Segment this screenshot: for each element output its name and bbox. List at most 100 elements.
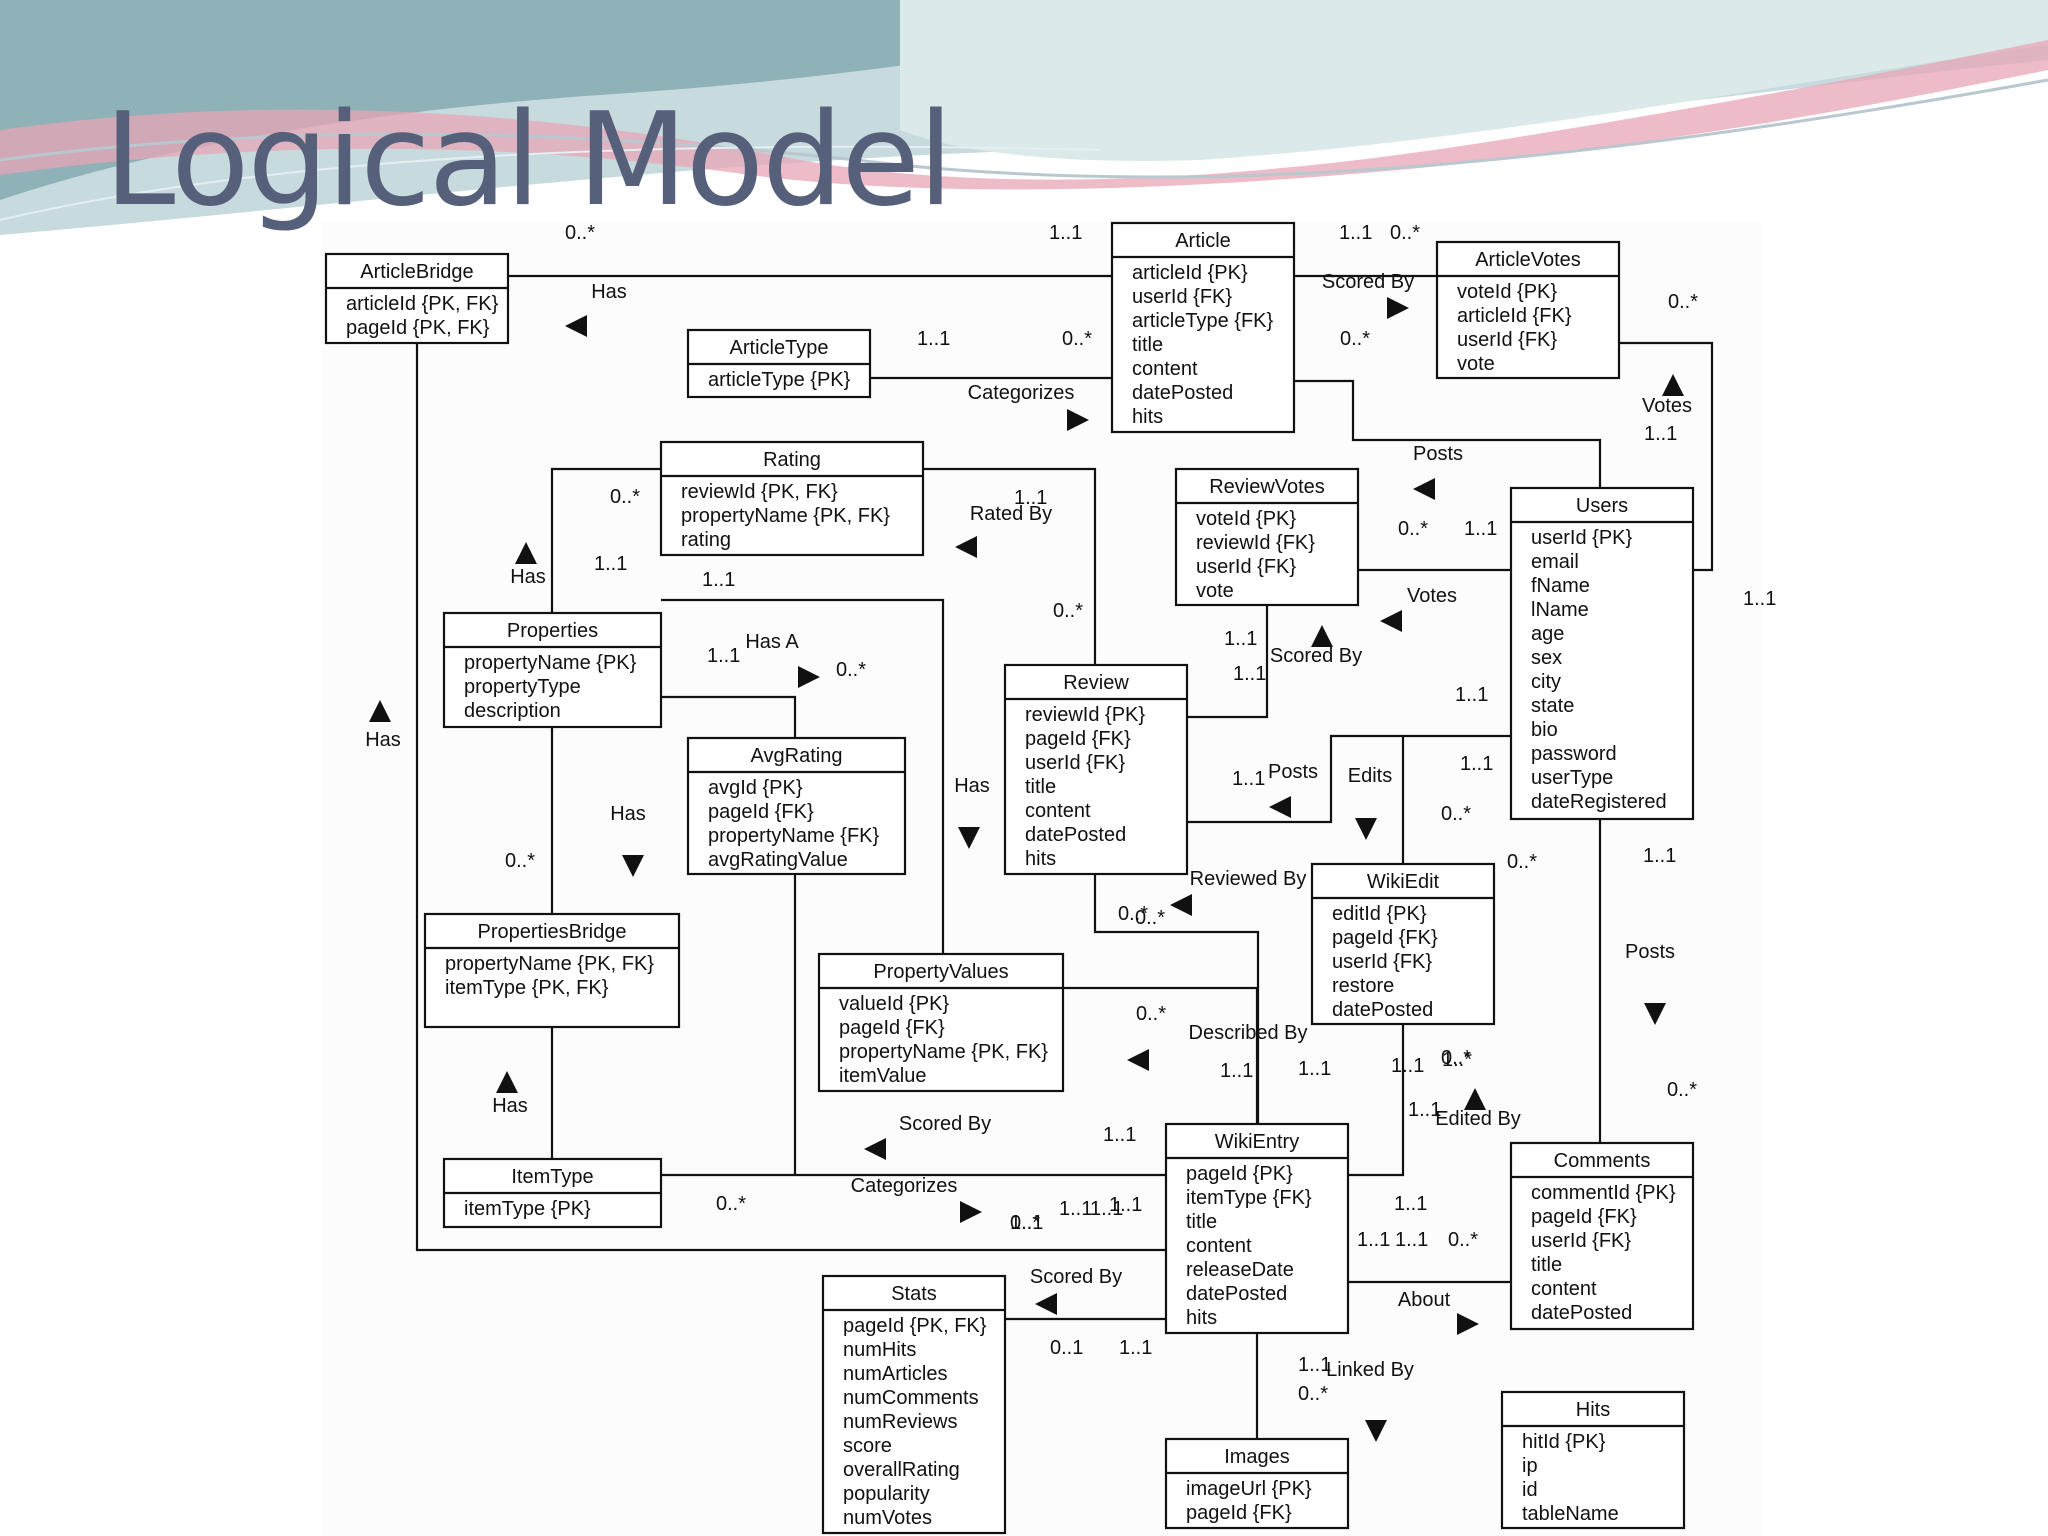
arrow-left-icon bbox=[864, 1138, 886, 1160]
cardinality-label: 1..1 bbox=[1643, 845, 1676, 867]
connector-line bbox=[415, 343, 1166, 1252]
cardinality-label: 0..* bbox=[565, 222, 595, 244]
entity-attribute: pageId {FK} bbox=[1186, 1502, 1292, 1524]
entity-attribute: overallRating bbox=[843, 1459, 960, 1481]
entity-box bbox=[1310, 862, 1496, 1026]
entity-attribute: hits bbox=[1025, 848, 1056, 870]
entity-attribute: propertyName {PK} bbox=[464, 652, 637, 674]
entity-attribute: restore bbox=[1332, 975, 1394, 997]
entity-box bbox=[1435, 240, 1621, 380]
entity-attribute: age bbox=[1531, 623, 1564, 645]
connector-line bbox=[1187, 605, 1269, 719]
relationship-arrows bbox=[369, 297, 1684, 1442]
entity-attribute: itemType {FK} bbox=[1186, 1187, 1312, 1209]
cardinality-label: 1..1 bbox=[1743, 588, 1776, 610]
entity-attribute: password bbox=[1531, 743, 1617, 765]
entity-attribute: userId {PK} bbox=[1531, 527, 1633, 549]
entity-attribute: articleType {PK} bbox=[708, 369, 851, 391]
arrow-down-icon bbox=[1644, 1003, 1666, 1025]
cardinality-label: 0..* bbox=[716, 1193, 746, 1215]
cardinality-label: 1..1 bbox=[1232, 768, 1265, 790]
entity-box bbox=[1500, 1390, 1686, 1530]
entity-attribute: id bbox=[1522, 1479, 1538, 1501]
entity-title: Users bbox=[1576, 495, 1628, 517]
entity-title: AvgRating bbox=[751, 745, 843, 767]
cardinality-label: 1..1 bbox=[1090, 1198, 1123, 1220]
entity-attribute: articleId {FK} bbox=[1457, 305, 1572, 327]
cardinality-label: 0..* bbox=[1062, 328, 1092, 350]
entity-attribute: datePosted bbox=[1332, 999, 1433, 1021]
entity-attribute: articleId {PK, FK} bbox=[346, 293, 499, 315]
entity-attribute: numComments bbox=[843, 1387, 979, 1409]
cardinality-label: 1..1 bbox=[1233, 663, 1266, 685]
entity-attribute: pageId {FK} bbox=[1332, 927, 1438, 949]
entity-title: Stats bbox=[891, 1283, 937, 1305]
entity-attribute: title bbox=[1025, 776, 1056, 798]
cardinality-label: 1..1 bbox=[1395, 1229, 1428, 1251]
connector-line bbox=[1187, 734, 1511, 824]
connector-line bbox=[661, 695, 797, 738]
cardinality-label: 1..1 bbox=[1109, 1194, 1142, 1216]
arrow-left-icon bbox=[1413, 478, 1435, 500]
cardinality-label: 1..1 bbox=[1460, 753, 1493, 775]
entity-attribute: datePosted bbox=[1025, 824, 1126, 846]
relationship-label-users-article: Posts bbox=[1413, 443, 1463, 465]
arrow-right-icon bbox=[798, 666, 820, 688]
relationship-label-wikientry-wikiedit: Edited By bbox=[1435, 1108, 1521, 1130]
relationship-lines bbox=[415, 274, 1714, 1439]
entity-box bbox=[324, 252, 510, 345]
entity-attribute: tableName bbox=[1522, 1503, 1619, 1525]
cardinality-label: 1..1 bbox=[1394, 1193, 1427, 1215]
entity-title: ItemType bbox=[511, 1166, 593, 1188]
cardinality-label: 0..* bbox=[1340, 328, 1370, 350]
entity-attribute: articleType {FK} bbox=[1132, 310, 1274, 332]
relationship-label-stats-wikientry: Scored By bbox=[1030, 1266, 1122, 1288]
entity-attribute: propertyName {PK, FK} bbox=[839, 1041, 1048, 1063]
cardinality-label: 1..1 bbox=[1298, 1354, 1331, 1376]
relationship-label-properties-rating: Has bbox=[510, 566, 546, 588]
entity-attribute: releaseDate bbox=[1186, 1259, 1294, 1281]
relationship-label-review-wikientry: Reviewed By bbox=[1190, 868, 1307, 890]
relationship-label-articlebridge-wikientry: Has bbox=[365, 729, 401, 751]
entity-attribute: editId {PK} bbox=[1332, 903, 1427, 925]
arrow-right-icon bbox=[960, 1201, 982, 1223]
entity-attribute: sex bbox=[1531, 647, 1562, 669]
entity-attribute: pageId {PK} bbox=[1186, 1163, 1293, 1185]
entity-box bbox=[817, 952, 1065, 1093]
entity-attribute: userId {FK} bbox=[1332, 951, 1432, 973]
entity-attribute: articleId {PK} bbox=[1132, 262, 1248, 284]
cardinality-label: 0..* bbox=[836, 659, 866, 681]
entity-attribute: reviewId {PK} bbox=[1025, 704, 1145, 726]
entity-attribute: title bbox=[1186, 1211, 1217, 1233]
cardinality-label: 1..1 bbox=[1644, 423, 1677, 445]
relationship-label-itemtype-propertiesbridge: Has bbox=[492, 1095, 528, 1117]
cardinality-label: 1..1 bbox=[702, 569, 735, 591]
entity-box bbox=[659, 440, 925, 557]
cardinality-label: 0..* bbox=[1136, 1003, 1166, 1025]
entity-attribute: voteId {PK} bbox=[1196, 508, 1296, 530]
entity-attribute: hits bbox=[1132, 406, 1163, 428]
arrow-left-icon bbox=[1170, 894, 1192, 916]
connector-line bbox=[1348, 1024, 1405, 1177]
entity-attribute: numVotes bbox=[843, 1507, 932, 1529]
cardinality-label: 0..* bbox=[1010, 1212, 1040, 1234]
arrow-left-icon bbox=[1035, 1293, 1057, 1315]
relationship-label-users-wikiedit: Edits bbox=[1348, 765, 1392, 787]
entity-title: Review bbox=[1063, 672, 1129, 694]
arrow-down-icon bbox=[958, 827, 980, 849]
entity-title: Images bbox=[1224, 1446, 1290, 1468]
cardinality-label: 1..1 bbox=[1103, 1124, 1136, 1146]
arrow-left-icon bbox=[565, 315, 587, 337]
entity-attribute: propertyType bbox=[464, 676, 581, 698]
entity-attribute: numArticles bbox=[843, 1363, 947, 1385]
entity-title: Properties bbox=[507, 620, 598, 642]
cardinality-label: 1..1 bbox=[1119, 1337, 1152, 1359]
